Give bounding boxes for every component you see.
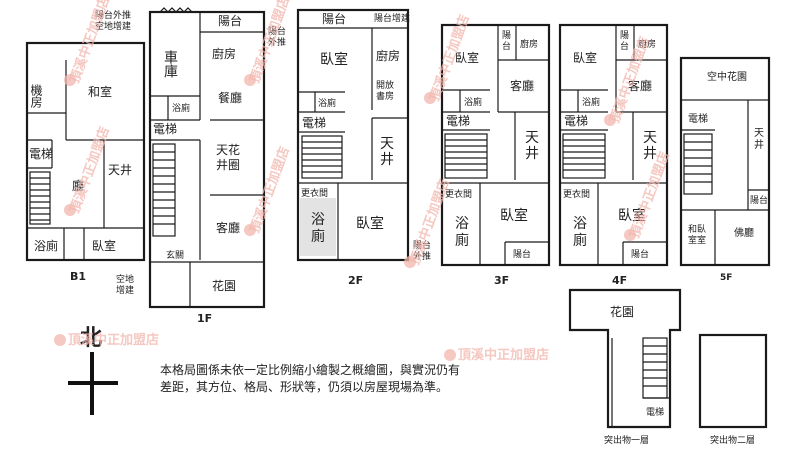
4f-stairs [562,133,606,179]
3f-floor-label: 3F [494,274,509,287]
3f-bath-2: 浴廁 [455,216,469,249]
1f-floor-label: 1F [197,312,212,325]
5f-sky-garden: 空中花園 [707,70,747,83]
watermark-logo-icon [54,74,636,361]
1f-balcony: 陽台 [218,13,242,28]
b1-stairs [29,171,51,225]
px1-garden: 花園 [610,304,634,319]
2f-bath-1: 浴廁 [318,97,336,109]
4f-well: 天井 [643,130,657,162]
3f-stairs [444,133,488,179]
2f-elevator: 電梯 [302,116,326,130]
b1-hall: 廳 [72,178,84,193]
4f-bath-1: 浴廁 [582,96,600,108]
1f-garden: 花園 [212,278,236,293]
2f-bath-2: 浴廁 [311,212,325,245]
b1-washitsu: 和室 [88,84,112,99]
2f-balcony: 陽台 [322,11,346,26]
b1-elevator: 電梯 [29,147,53,161]
b1-mech-room: 機房 [29,83,43,108]
3f-balcony: 陽台 [502,30,511,52]
1f-entry: 玄關 [166,249,184,261]
projection-level-2: 突出物二層 [698,333,768,446]
2f-open-study: 開放書房 [376,79,394,102]
4f-bedroom-2: 臥室 [618,207,646,224]
4f-closet: 更衣間 [563,188,590,200]
2f-balcony-add: 陽台增建 [374,12,410,24]
1f-garage: 車庫 [162,49,178,78]
3f-elevator: 電梯 [446,114,470,128]
watermark-text: 頂溪中正加盟店 [458,347,549,363]
watermark-text: 頂溪中正加盟店 [247,144,293,235]
4f-balcony-2: 陽台 [631,248,649,260]
floor-4f: 臥室 陽台 廚房 客廳 浴廁 電梯 天井 更衣間 浴廁 臥室 陽台 4F [558,23,669,287]
3f-bedroom-2: 臥室 [500,207,528,224]
3f-kitchen: 廚房 [520,38,538,50]
1f-kitchen: 廚房 [212,46,236,61]
b1-well: 天井 [108,163,132,177]
watermark-text: 頂溪中正加盟店 [67,124,113,215]
b1-bedroom: 臥室 [92,238,116,253]
5f-balcony: 陽台 [750,194,768,206]
2f-floor-label: 2F [348,274,363,287]
2f-balcony-push-2: 陽台外推 [413,239,431,262]
watermark-text: 頂溪中正加盟店 [68,332,159,348]
5f-buddha-hall: 佛廳 [734,226,754,239]
2f-bedroom-2: 臥室 [356,215,384,232]
2f-stairs [301,135,343,179]
floor-5f: 空中花園 電梯 天井 陽台 和臥室室 佛廳 5F [679,56,771,283]
2f-balcony-push: 陽台外推 [268,25,286,48]
px1-floor-label: 突出物一層 [604,434,649,446]
5f-elevator: 電梯 [688,112,708,125]
4f-elevator: 電梯 [564,114,588,128]
4f-living: 客廳 [628,78,652,93]
3f-closet: 更衣間 [445,188,472,200]
b1-bath: 浴廁 [34,238,58,253]
floor-2f: 陽台 陽台增建 陽台外推 臥室 廚房 浴廁 開放書房 電梯 天井 更衣間 浴廁 … [268,8,431,287]
5f-well: 天井 [754,128,764,151]
4f-floor-label: 4F [612,274,627,287]
1f-dining: 餐廳 [218,90,242,105]
5f-stairs [683,133,713,195]
1f-open-add-note: 空地增建 [116,273,134,296]
4f-bedroom-1: 臥室 [573,50,597,65]
3f-well: 天井 [525,130,539,162]
floor-b1: 機房 和室 電梯 廳 天井 浴廁 臥室 B1 [25,41,146,283]
1f-living: 客廳 [216,220,240,235]
1f-stairs [152,143,176,237]
disclaimer-note: 本格局圖係未依一定比例縮小繪製之概繪圖，與實況仍有差距，其方位、格局、形狀等，仍… [160,363,461,394]
floor-3f: 臥室 陽台 廚房 客廳 浴廁 電梯 天井 更衣間 浴廁 臥室 陽台 3F [440,23,551,287]
1f-skylight: 天花井圈 [216,142,240,172]
2f-kitchen: 廚房 [376,48,400,63]
north-label: 北 [80,326,102,351]
1f-bath: 浴廁 [172,102,190,114]
5f-washitsu-bedroom: 和臥室室 [688,224,706,246]
4f-bath-2: 浴廁 [573,216,587,249]
3f-bath-1: 浴廁 [464,96,482,108]
3f-balcony-2: 陽台 [513,248,531,260]
1f-elevator: 電梯 [153,122,177,136]
4f-kitchen: 廚房 [638,38,656,50]
px1-elevator: 電梯 [646,406,664,418]
projection-level-1: 花園 電梯 突出物一層 [568,288,682,446]
3f-living: 客廳 [510,78,534,93]
px2-floor-label: 突出物二層 [710,434,755,446]
3f-bedroom-1: 臥室 [455,50,479,65]
b1-floor-label: B1 [70,270,86,283]
north-arrow: 北 [68,326,118,415]
2f-closet: 更衣間 [301,187,328,199]
floor-1f: 陽台外推空地增建 車庫 陽台 廚房 餐廳 浴廁 電梯 天花井圈 客廳 玄關 花園… [95,7,266,325]
4f-balcony: 陽台 [620,30,629,52]
5f-floor-label: 5F [720,273,732,283]
2f-bedroom-1: 臥室 [320,51,348,68]
1f-balcony-push-note: 陽台外推空地增建 [95,9,131,32]
2f-well: 天井 [380,136,394,168]
